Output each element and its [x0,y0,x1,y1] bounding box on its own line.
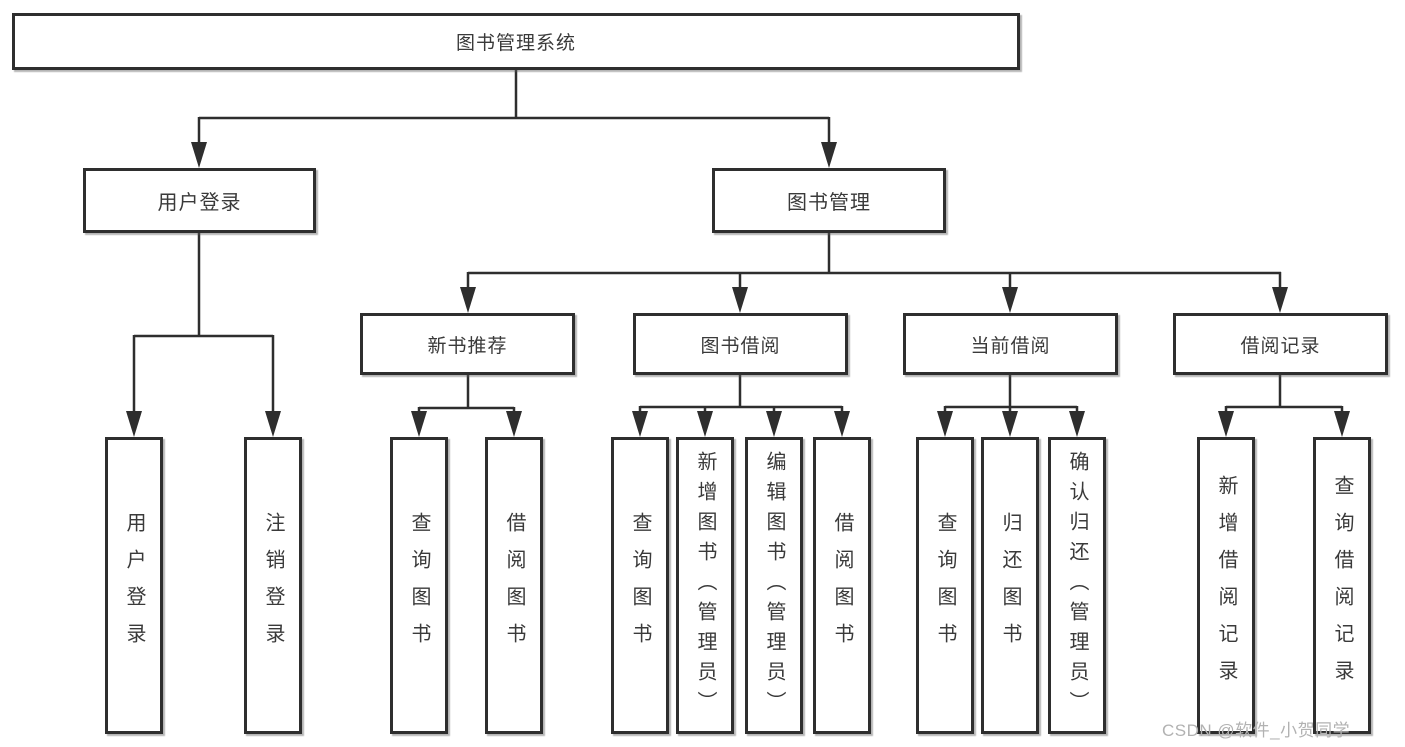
leaf-bb-add-books-admin: 新增图书（管理员） [676,437,734,734]
node-new-book-rec: 新书推荐 [360,313,575,375]
leaf-bb-borrow-books-label: 借阅图书 [831,511,853,660]
leaf-cb-query-books: 查询图书 [916,437,974,734]
leaf-user-login-label: 用户登录 [123,511,145,660]
leaf-br-query-record: 查询借阅记录 [1313,437,1371,734]
leaf-rec-borrow-books-label: 借阅图书 [503,511,525,660]
leaf-br-query-record-label: 查询借阅记录 [1331,474,1353,697]
leaf-cb-confirm-return-admin: 确认归还（管理员） [1048,437,1106,734]
node-borrow-record-label: 借阅记录 [1240,335,1321,357]
leaf-bb-borrow-books: 借阅图书 [813,437,871,734]
connector-new-book-rec-to-leaves [411,375,522,437]
leaf-cb-query-books-label: 查询图书 [934,511,956,660]
leaf-cb-return-books: 归还图书 [981,437,1039,734]
leaf-br-add-record-label: 新增借阅记录 [1215,474,1237,697]
node-current-borrow-label: 当前借阅 [970,335,1051,357]
leaf-rec-query-books-label: 查询图书 [408,511,430,660]
leaf-rec-borrow-books: 借阅图书 [485,437,543,734]
leaf-logout-label: 注销登录 [262,511,284,660]
leaf-bb-add-books-admin-label: 新增图书（管理员） [694,450,716,721]
node-new-book-rec-label: 新书推荐 [427,335,508,357]
node-root-label: 图书管理系统 [455,33,576,54]
connector-book-borrow-to-leaves [632,375,850,437]
leaf-cb-confirm-return-admin-label: 确认归还（管理员） [1066,450,1088,721]
leaf-rec-query-books: 查询图书 [390,437,448,734]
node-user-login: 用户登录 [83,168,316,233]
node-root: 图书管理系统 [12,13,1020,70]
node-book-borrow-label: 图书借阅 [700,335,781,357]
leaf-logout: 注销登录 [244,437,302,734]
node-book-mgmt: 图书管理 [712,168,946,233]
connector-root-to-level2 [191,70,837,168]
node-user-login-label: 用户登录 [157,192,242,214]
node-current-borrow: 当前借阅 [903,313,1118,375]
node-borrow-record: 借阅记录 [1173,313,1388,375]
node-book-borrow: 图书借阅 [633,313,848,375]
connector-book-mgmt-to-level3 [460,233,1288,313]
watermark: CSDN @软件_小贺同学 [1162,721,1351,740]
leaf-bb-query-books: 查询图书 [611,437,669,734]
leaf-user-login: 用户登录 [105,437,163,734]
leaf-bb-query-books-label: 查询图书 [629,511,651,660]
connector-user-login-to-leaves [126,233,281,437]
connector-borrow-record-to-leaves [1218,375,1350,437]
node-book-mgmt-label: 图书管理 [787,192,871,214]
connector-current-borrow-to-leaves [937,375,1085,437]
leaf-br-add-record: 新增借阅记录 [1197,437,1255,734]
leaf-bb-edit-books-admin: 编辑图书（管理员） [745,437,803,734]
leaf-cb-return-books-label: 归还图书 [999,511,1021,660]
leaf-bb-edit-books-admin-label: 编辑图书（管理员） [763,450,785,721]
